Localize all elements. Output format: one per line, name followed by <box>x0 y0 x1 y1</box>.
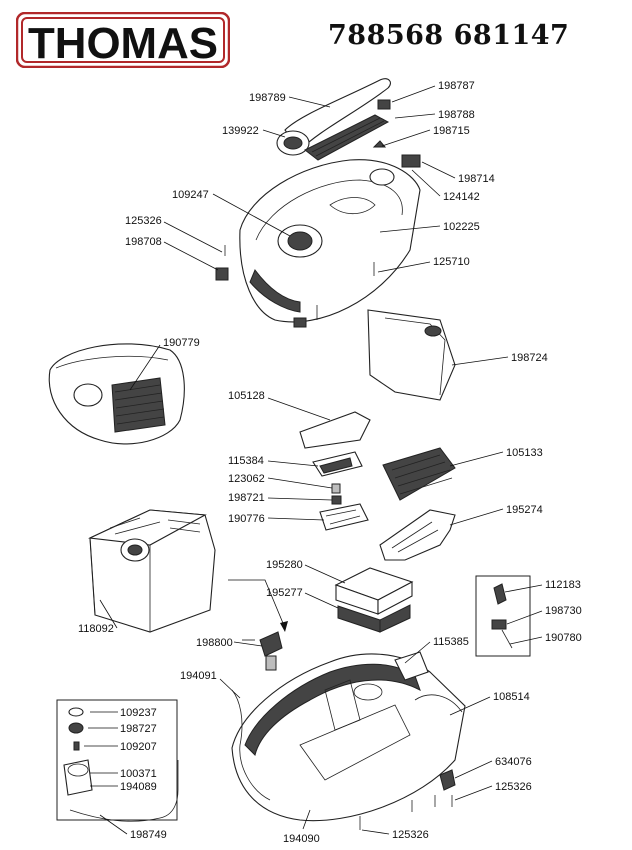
leader-lines <box>84 85 543 835</box>
label-105133: 105133 <box>506 447 543 459</box>
label-139922: 139922 <box>222 125 259 137</box>
label-118092: 118092 <box>78 623 114 635</box>
label-100371: 100371 <box>120 768 157 780</box>
label-125326-top: 125326 <box>125 215 162 227</box>
label-634076: 634076 <box>495 756 532 768</box>
label-198789: 198789 <box>249 92 286 104</box>
label-198787: 198787 <box>438 80 475 92</box>
label-198800: 198800 <box>196 637 233 649</box>
label-195274: 195274 <box>506 504 543 516</box>
label-198730: 198730 <box>545 605 582 617</box>
label-109237: 109237 <box>120 707 157 719</box>
label-109247: 109247 <box>172 189 209 201</box>
label-190779: 190779 <box>163 337 200 349</box>
label-198727: 198727 <box>120 723 157 735</box>
assembly-arrows <box>228 579 288 641</box>
label-198749: 198749 <box>130 829 167 841</box>
label-123062: 123062 <box>228 473 265 485</box>
label-198715: 198715 <box>433 125 470 137</box>
label-198721: 198721 <box>228 492 265 504</box>
label-102225: 102225 <box>443 221 480 233</box>
label-195277: 195277 <box>266 587 303 599</box>
label-105128: 105128 <box>228 390 265 402</box>
label-198724: 198724 <box>511 352 548 364</box>
filter-housing-190779 <box>48 343 185 445</box>
label-108514: 108514 <box>493 691 530 703</box>
label-125710: 125710 <box>433 256 470 268</box>
plug-198800 <box>259 631 283 671</box>
brand-name: THOMAS <box>28 19 218 68</box>
pump-inset <box>56 699 179 822</box>
thomas-logo: THOMAS <box>16 12 230 68</box>
label-125326-right: 125326 <box>495 781 532 793</box>
label-112183: 112183 <box>545 579 581 591</box>
label-194091: 194091 <box>180 670 217 682</box>
top-cover <box>215 159 421 328</box>
panel-195274 <box>379 509 456 561</box>
grille-105133 <box>382 447 456 501</box>
label-115385: 115385 <box>433 636 469 648</box>
side-panel-198724 <box>367 309 456 401</box>
tank-118092 <box>88 509 216 633</box>
handle-assembly <box>276 78 421 168</box>
filters-195280-195277 <box>334 567 414 633</box>
part-numbers-header: 788568 681147 <box>328 20 570 51</box>
label-195280: 195280 <box>266 559 303 571</box>
part-labels: 198789 198787 198788 139922 198715 19871… <box>78 80 582 845</box>
label-198788: 198788 <box>438 109 475 121</box>
label-190776: 190776 <box>228 513 265 525</box>
label-198714: 198714 <box>458 173 495 185</box>
label-124142: 124142 <box>443 191 480 203</box>
label-115384: 115384 <box>228 455 264 467</box>
label-190780: 190780 <box>545 632 582 644</box>
label-125326-bottom: 125326 <box>392 829 429 841</box>
label-194090: 194090 <box>283 833 320 845</box>
label-194089: 194089 <box>120 781 157 793</box>
power-inset <box>475 575 531 657</box>
label-109207: 109207 <box>120 741 157 753</box>
base-body <box>231 651 466 830</box>
label-198708: 198708 <box>125 236 162 248</box>
central-components <box>299 411 371 531</box>
